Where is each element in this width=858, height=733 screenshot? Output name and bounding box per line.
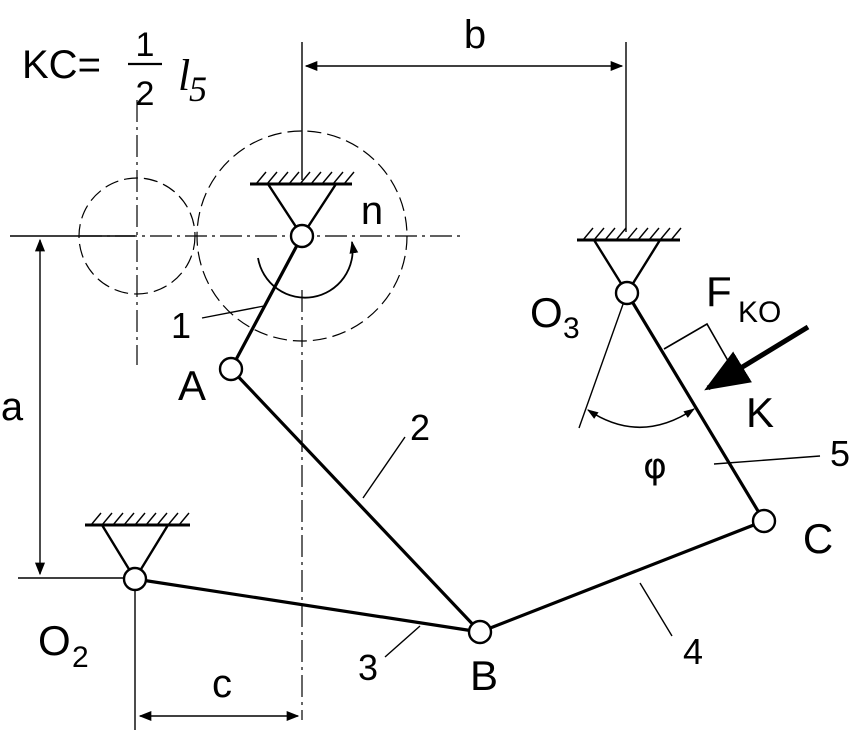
dimension-a-label: a (1, 385, 24, 429)
label-O3: O (530, 289, 563, 336)
joint-o3 (614, 280, 640, 306)
leader-5 (713, 455, 821, 465)
force-label-subscript: KO (738, 296, 781, 329)
force-arrow (704, 324, 810, 391)
dimension-a: a (1, 235, 135, 579)
mechanism-links (133, 234, 766, 634)
rotation-arrow (257, 240, 359, 299)
dimension-b-label: b (464, 13, 486, 57)
leader-2 (362, 436, 406, 499)
link-3 (133, 577, 482, 634)
center-lines (78, 100, 460, 720)
joint-c (751, 508, 777, 534)
rotation-speed-label: n (361, 189, 383, 233)
joints (122, 223, 777, 645)
leader-1 (201, 305, 265, 319)
formula-denominator: 2 (136, 75, 155, 113)
leader-4 (639, 582, 673, 637)
right-angle-mark (663, 322, 732, 367)
phantom-circle-crank (196, 130, 408, 342)
force-fko (663, 322, 810, 391)
angle-reference-line (578, 292, 628, 429)
joint-b (467, 619, 493, 645)
link-1-crank (229, 234, 304, 371)
dimension-c: c (134, 582, 300, 730)
link-2-coupler (229, 367, 482, 634)
angle-phi-label: φ (643, 446, 667, 487)
link-4 (478, 519, 766, 634)
ground-support-o2 (85, 512, 190, 582)
dimension-b: b (301, 13, 627, 232)
link-label-2: 2 (410, 407, 430, 448)
dimension-c-label: c (212, 662, 232, 706)
angle-phi (578, 292, 695, 429)
joint-o1 (289, 223, 315, 249)
force-label: F (706, 268, 732, 315)
link-label-3: 3 (358, 647, 378, 688)
label-A: A (178, 362, 206, 409)
angle-arc (587, 408, 695, 428)
link-label-1: 1 (171, 305, 191, 346)
joint-o2 (122, 566, 148, 592)
link-label-5: 5 (830, 433, 850, 474)
formula: KC= 1 2 l 5 (22, 26, 207, 113)
link-labels: 1 2 3 4 5 (171, 305, 850, 688)
point-labels: A B C K O 2 O 3 (38, 289, 833, 699)
joint-a (218, 356, 244, 382)
link-5-rocker (625, 291, 766, 523)
formula-lhs: KC= (22, 43, 101, 87)
formula-l-symbol: l (178, 51, 190, 100)
label-K: K (746, 389, 774, 436)
leader-3 (384, 625, 421, 658)
leader-lines (201, 305, 821, 658)
formula-l-subscript: 5 (189, 69, 207, 109)
link-label-4: 4 (683, 631, 703, 672)
label-O3-subscript: 3 (563, 312, 580, 345)
label-C: C (803, 515, 833, 562)
label-B: B (470, 652, 498, 699)
formula-numerator: 1 (136, 26, 155, 64)
label-O2: O (38, 617, 71, 664)
label-O2-subscript: 2 (72, 641, 89, 674)
